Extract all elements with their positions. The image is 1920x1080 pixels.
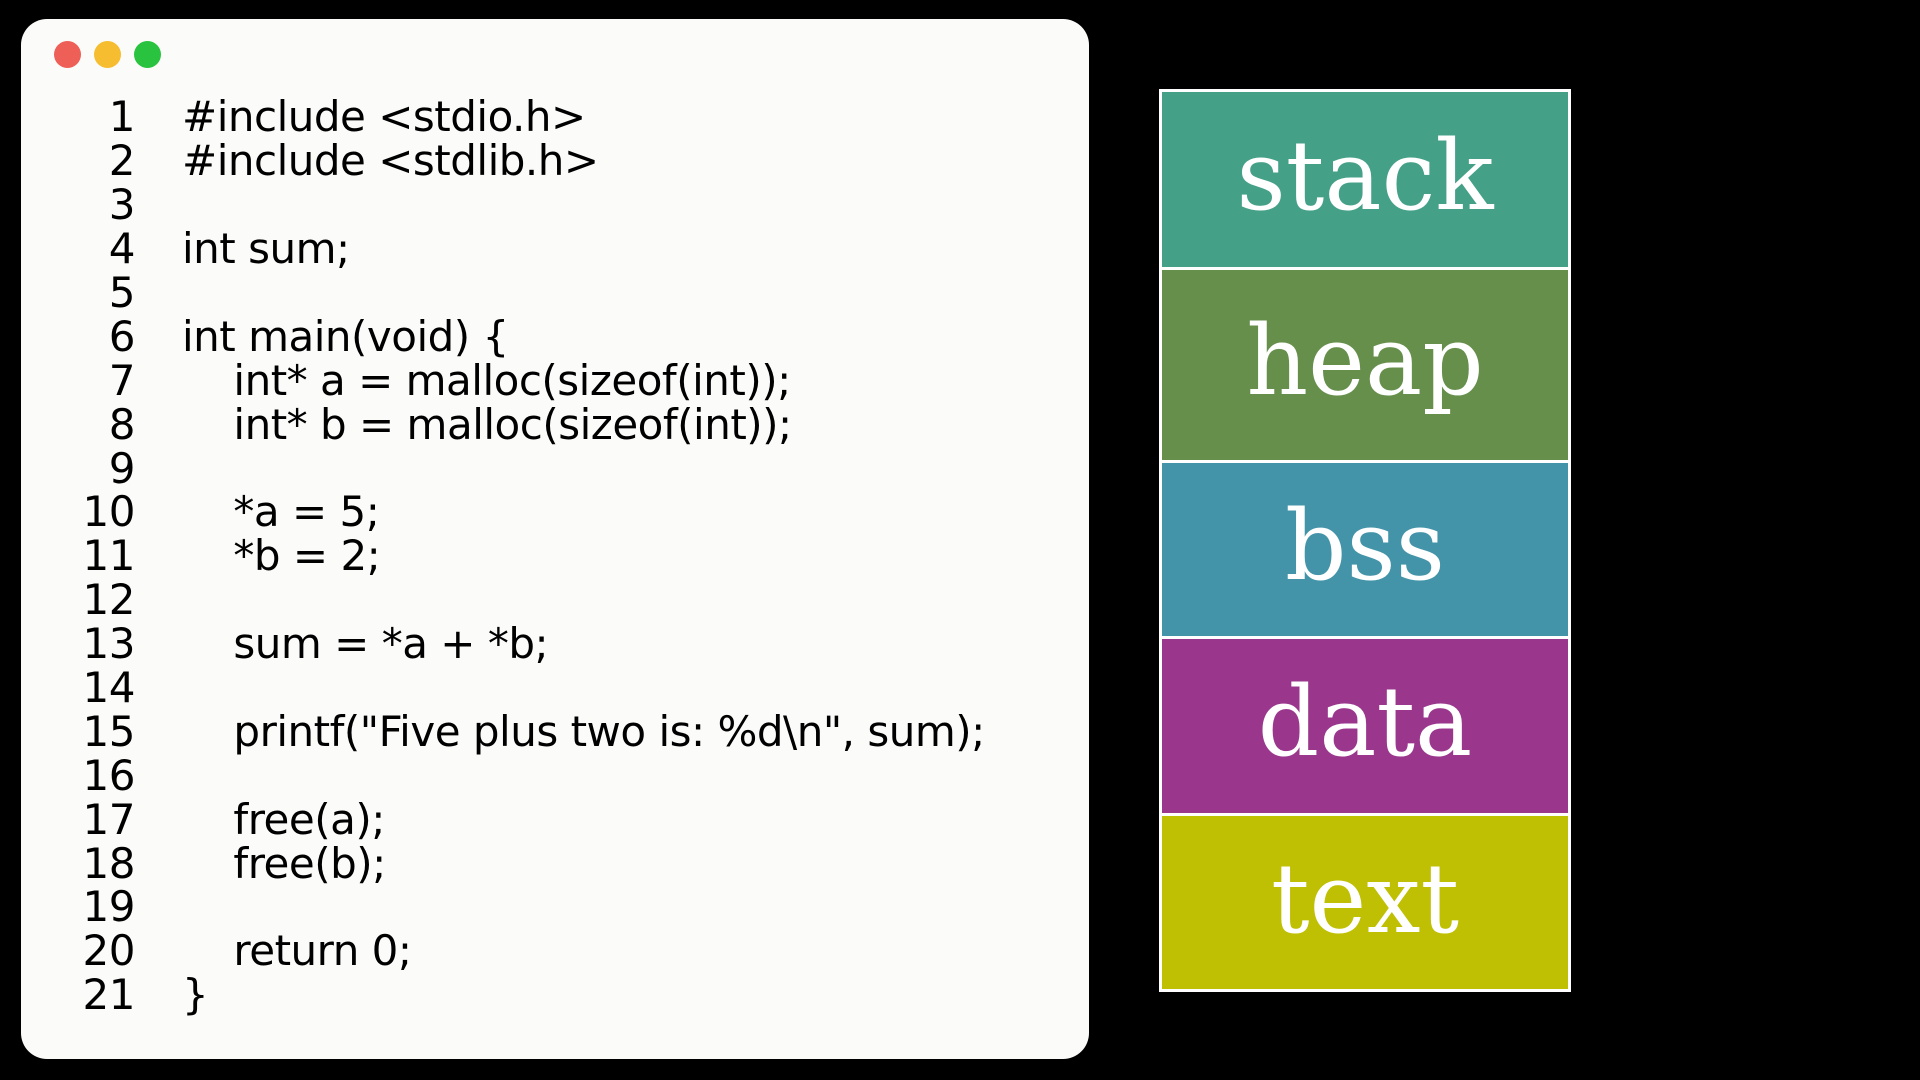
line-text: printf("Five plus two is: %d\n", sum); xyxy=(182,706,985,756)
traffic-lights xyxy=(54,41,161,68)
line-number: 7 xyxy=(108,355,136,405)
code-line: 14 xyxy=(21,663,1089,713)
minimize-window-button[interactable] xyxy=(94,41,121,68)
segment-label: heap xyxy=(1246,305,1484,417)
close-window-button[interactable] xyxy=(54,41,81,68)
segment-data: data xyxy=(1162,639,1568,813)
code-line: 6 int main(void) { xyxy=(21,311,1089,361)
code-line: 16 xyxy=(21,750,1089,800)
code-line: 13 sum = *a + *b; xyxy=(21,619,1089,669)
code-window: 1 #include <stdio.h> 2 #include <stdlib.h> 3… xyxy=(21,19,1089,1059)
line-text: int* b = malloc(sizeof(int)); xyxy=(182,399,792,449)
line-text: int sum; xyxy=(182,224,350,274)
code-line: 2 #include <stdlib.h> xyxy=(21,136,1089,186)
code-line: 21} xyxy=(21,970,1089,1020)
code-line: 3 xyxy=(21,180,1089,230)
line-number: 2 xyxy=(108,136,136,186)
segment-label: bss xyxy=(1285,489,1445,602)
line-number: 18 xyxy=(82,838,136,888)
code-line: 18 free(b); xyxy=(21,838,1089,888)
line-text: free(a); xyxy=(182,794,385,844)
line-text: } xyxy=(182,970,209,1020)
code-line: 10 *a = 5; xyxy=(21,487,1089,537)
line-number: 3 xyxy=(108,180,136,230)
line-text: int main(void) { xyxy=(182,311,509,361)
line-number: 1 xyxy=(108,92,136,142)
segment-text: text xyxy=(1162,816,1568,989)
code-line: 12 xyxy=(21,575,1089,625)
segment-stack: stack xyxy=(1162,92,1568,267)
code-line: 1 #include <stdio.h> xyxy=(21,92,1089,142)
line-number: 17 xyxy=(82,794,136,844)
line-number: 8 xyxy=(108,399,136,449)
line-text: return 0; xyxy=(182,926,412,976)
line-text: *b = 2; xyxy=(182,531,381,581)
code-area: 1 #include <stdio.h> 2 #include <stdlib.h> 3… xyxy=(21,92,1089,1020)
line-text: free(b); xyxy=(182,838,386,888)
line-number: 16 xyxy=(82,750,136,800)
line-number: 4 xyxy=(108,224,136,274)
code-line: 7 int* a = malloc(sizeof(int)); xyxy=(21,355,1089,405)
segment-label: data xyxy=(1257,666,1473,778)
line-text: sum = *a + *b; xyxy=(182,619,549,669)
line-number: 21 xyxy=(82,970,136,1020)
line-number: 9 xyxy=(108,443,136,493)
code-line: 8 int* b = malloc(sizeof(int)); xyxy=(21,399,1089,449)
code-line: 17 free(a); xyxy=(21,794,1089,844)
code-line: 9 xyxy=(21,443,1089,493)
memory-layout-diagram: stack heap bss data text xyxy=(1159,89,1571,992)
line-number: 20 xyxy=(82,926,136,976)
line-number: 19 xyxy=(82,882,136,932)
code-line: 15 printf("Five plus two is: %d\n", sum)… xyxy=(21,706,1089,756)
line-text: int* a = malloc(sizeof(int)); xyxy=(182,355,791,405)
segment-heap: heap xyxy=(1162,270,1568,460)
line-number: 13 xyxy=(82,619,136,669)
line-text: #include <stdio.h> xyxy=(182,92,586,142)
segment-label: text xyxy=(1270,842,1460,955)
code-line: 5 xyxy=(21,268,1089,318)
line-number: 10 xyxy=(82,487,136,537)
code-line: 19 xyxy=(21,882,1089,932)
line-number: 5 xyxy=(108,268,136,318)
segment-label: stack xyxy=(1236,119,1494,232)
code-line: 20 return 0; xyxy=(21,926,1089,976)
line-text: *a = 5; xyxy=(182,487,380,537)
line-number: 6 xyxy=(108,311,136,361)
code-line: 4 int sum; xyxy=(21,224,1089,274)
segment-bss: bss xyxy=(1162,463,1568,636)
line-number: 12 xyxy=(82,575,136,625)
line-number: 15 xyxy=(82,706,136,756)
line-number: 14 xyxy=(82,663,136,713)
line-text: #include <stdlib.h> xyxy=(182,136,599,186)
line-number: 11 xyxy=(82,531,136,581)
zoom-window-button[interactable] xyxy=(134,41,161,68)
code-line: 11 *b = 2; xyxy=(21,531,1089,581)
